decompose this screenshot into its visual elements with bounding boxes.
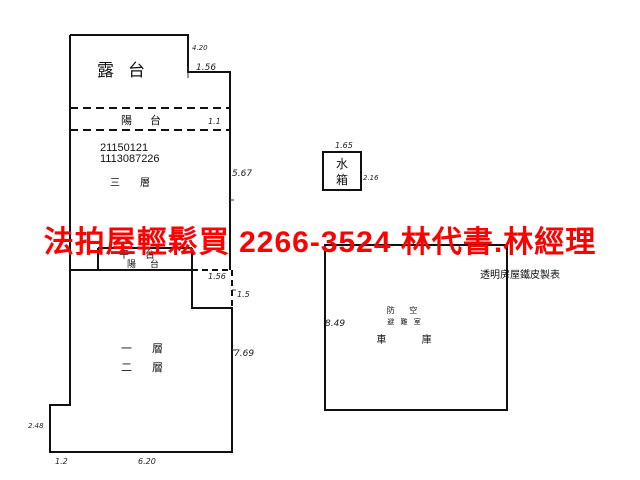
stair-platform-label: 平台	[119, 248, 171, 261]
floor-2-label: 二層	[121, 361, 183, 374]
water-tank-label-2: 箱	[336, 172, 348, 187]
dim-lower-side: 7.69	[234, 349, 254, 359]
water-tank-outline	[322, 151, 362, 191]
advertisement-banner: 法拍屋輕鬆買 2266-3524 林代書.林經理	[43, 226, 597, 259]
dim-top-right: 1.56	[196, 63, 216, 73]
annex-note: 透明房屋鐵皮製表	[480, 268, 560, 281]
stair-balcony-label: 陽台	[127, 258, 173, 270]
dimension-ticks	[187, 66, 236, 351]
annex-label-2: 避 難 室	[387, 317, 422, 326]
dim-annex-side: 8.49	[325, 319, 345, 329]
annex-outline	[324, 244, 508, 411]
dim-stair-side: 1.5	[237, 290, 250, 299]
dim-tank-top: 1.65	[335, 141, 353, 150]
stair-landing	[97, 247, 193, 270]
roof-terrace-label: 露台	[97, 61, 159, 81]
dim-bottom: 6.20	[138, 457, 156, 466]
dim-bottom-left-notch: 2.48	[28, 422, 44, 430]
water-tank-label-1: 水	[336, 157, 348, 171]
id-line-2: 1113087226	[100, 153, 160, 165]
annex-label-3: 車 庫	[376, 333, 447, 346]
lower-building	[49, 269, 233, 453]
id-line-1: 21150121	[100, 142, 148, 154]
dim-third-floor: 5.67	[232, 169, 252, 179]
dim-stair-step: 1.56	[208, 272, 226, 281]
balcony-label: 陽台	[121, 113, 179, 127]
annex-label-1: 防 空	[387, 305, 424, 315]
third-floor-label: 三層	[110, 177, 170, 189]
dim-top-edge: 4.20	[192, 44, 208, 52]
dim-tank-side: 2.16	[363, 174, 379, 182]
floor-1-label: 一層	[121, 342, 183, 355]
dim-bottom-left: 1.2	[55, 457, 68, 466]
dim-balcony: 1.1	[208, 117, 221, 126]
